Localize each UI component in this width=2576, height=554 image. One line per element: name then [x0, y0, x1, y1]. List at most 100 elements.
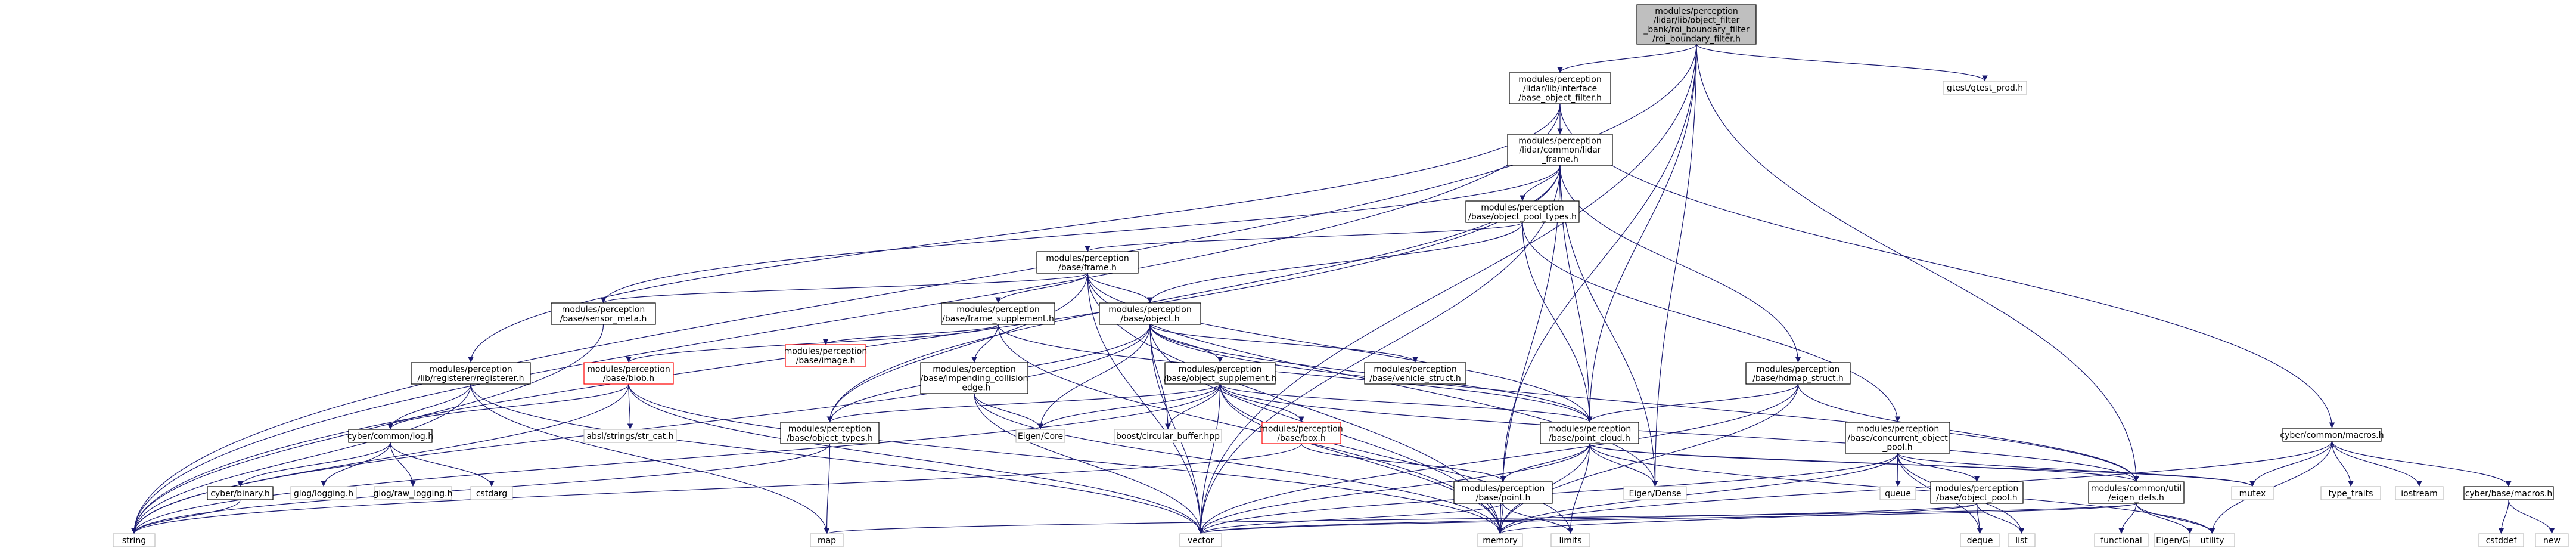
node-box [348, 429, 433, 443]
edge-concurrent_object_pool-to-mutex [1897, 453, 2255, 487]
node-frame-supplement[interactable]: modules/perception/base/frame_supplement… [941, 302, 1055, 325]
edge-hdmap_struct-to-vector [1198, 383, 1799, 534]
node-label-line: /base/concurrent_object [1847, 434, 1948, 443]
node-box [1943, 81, 2027, 95]
node-gtest-prod[interactable]: gtest/gtest_prod.h [1943, 81, 2027, 95]
edge-object_pool_types-to-frame [1085, 222, 1523, 252]
edge-object_supplement-to-point_cloud [1219, 383, 1593, 423]
node-root[interactable]: modules/perception/lidar/lib/object_filt… [1636, 4, 1757, 45]
edge-registerer-to-map [470, 383, 830, 534]
node-box [1465, 200, 1580, 223]
edges [131, 44, 2555, 534]
edge-impending_collision-to-eigen_core [974, 393, 1043, 430]
node-mutex[interactable]: mutex [2231, 486, 2274, 500]
edge-eigen_defs-to-utility [2136, 503, 2215, 534]
node-label-line: Eigen/Dense [1629, 489, 1682, 499]
node-vector[interactable]: vector [1179, 533, 1222, 547]
node-label-line: /lib/registerer/registerer.h [418, 374, 524, 383]
node-label-line: modules/perception [1046, 253, 1129, 263]
node-base-object-filter[interactable]: modules/perception/lidar/lib/interface/b… [1509, 72, 1611, 104]
node-utility[interactable]: utility [2189, 533, 2235, 547]
node-cyber-macros[interactable]: cyber/common/macros.h [2280, 428, 2384, 442]
edge-eigen_defs-to-map [824, 503, 2137, 534]
node-object[interactable]: modules/perception/base/object.h [1099, 302, 1201, 325]
node-label-line: /lidar/lib/interface [1523, 84, 1597, 94]
node-hdmap-struct[interactable]: modules/perception/base/hdmap_struct.h [1745, 362, 1851, 385]
node-eigen-defs[interactable]: modules/common/util/eigen_defs.h [2088, 481, 2185, 504]
node-label-line: mutex [2239, 489, 2266, 499]
edge-object-to-eigen_defs [1149, 324, 2139, 482]
node-label-line: /base/image.h [796, 356, 856, 366]
node-label-line: /base/object.h [1120, 314, 1179, 324]
node-label-line: modules/perception [1655, 7, 1738, 16]
node-label-line: /eigen_defs.h [2108, 493, 2164, 503]
edge-hdmap_struct-to-eigen_defs [1797, 383, 2139, 482]
node-object-pool-types[interactable]: modules/perception/base/object_pool_type… [1465, 200, 1580, 223]
node-type-traits[interactable]: type_traits [2320, 486, 2381, 500]
node-label-line: utility [2201, 536, 2224, 546]
node-box[interactable]: modules/perception/base/box.h [1260, 422, 1343, 444]
node-list[interactable]: list [2008, 533, 2036, 547]
node-sensor-meta[interactable]: modules/perception/base/sensor_meta.h [551, 302, 656, 325]
node-glog-logging[interactable]: glog/logging.h [290, 486, 357, 500]
node-object-types[interactable]: modules/perception/base/object_types.h [780, 422, 880, 444]
edge-lidar_frame-to-sensor_meta [600, 165, 1561, 304]
node-vehicle-struct[interactable]: modules/perception/base/vehicle_struct.h [1364, 362, 1466, 385]
node-eigen-dense[interactable]: Eigen/Dense [1623, 486, 1687, 500]
node-new[interactable]: new [2535, 533, 2569, 547]
node-impending-collision[interactable]: modules/perception/base/impending_collis… [920, 362, 1028, 394]
node-cyber-binary[interactable]: cyber/binary.h [207, 486, 274, 500]
edge-object_types-to-map [824, 443, 831, 534]
node-string[interactable]: string [113, 533, 156, 547]
node-glog-raw-logging[interactable]: glog/raw_logging.h [374, 486, 453, 500]
node-queue[interactable]: queue [1879, 486, 1916, 500]
node-eigen-core[interactable]: Eigen/Core [1015, 429, 1065, 443]
node-box [1164, 362, 1276, 385]
node-iostream[interactable]: iostream [2395, 486, 2444, 500]
edge-base_object_filter-to-registerer [468, 103, 1561, 363]
node-circular-buffer[interactable]: boost/circular_buffer.hpp [1114, 429, 1222, 443]
node-object-pool[interactable]: modules/perception/base/object_pool.h [1930, 481, 2024, 504]
edge-eigen_defs-to-vector [1198, 503, 2137, 534]
node-cstdarg[interactable]: cstdarg [470, 486, 513, 500]
node-functional[interactable]: functional [2094, 533, 2149, 547]
node-label-line: memory [1483, 536, 1518, 546]
node-box [810, 533, 844, 547]
node-box [1960, 533, 2000, 547]
node-deque[interactable]: deque [1960, 533, 2000, 547]
node-cyber-log[interactable]: cyber/common/log.h [347, 429, 433, 443]
node-label-line: string [122, 536, 146, 546]
node-label-line: modules/perception [1462, 484, 1545, 493]
node-blob[interactable]: modules/perception/base/blob.h [583, 362, 674, 385]
edge-blob-to-vector [628, 383, 1204, 534]
node-registerer[interactable]: modules/perception/lib/registerer/regist… [411, 362, 531, 385]
node-box [411, 362, 531, 385]
edge-root-to-point_cloud [1586, 44, 1697, 423]
node-point-cloud[interactable]: modules/perception/base/point_cloud.h [1540, 422, 1639, 444]
node-label-line: /base/impending_collision [921, 374, 1028, 383]
node-label-line: modules/perception [587, 364, 670, 374]
node-memory[interactable]: memory [1477, 533, 1523, 547]
node-image[interactable]: modules/perception/base/image.h [784, 344, 867, 367]
node-cstddef[interactable]: cstddef [2478, 533, 2524, 547]
node-box [780, 422, 880, 444]
node-limits[interactable]: limits [1550, 533, 1590, 547]
node-str-cat[interactable]: absl/strings/str_cat.h [583, 429, 677, 443]
edge-registerer-to-vector [470, 383, 1204, 534]
node-label-line: cyber/common/macros.h [2280, 431, 2384, 440]
edge-root-to-gtest_prod [1696, 44, 1988, 82]
node-label-line: modules/perception [1481, 203, 1564, 212]
node-label-line: /base/point.h [1476, 493, 1531, 503]
edge-point_cloud-to-vector [1198, 443, 1590, 534]
node-cyber-base-macros[interactable]: cyber/base/macros.h [2463, 486, 2554, 500]
node-box [785, 344, 866, 367]
node-point[interactable]: modules/perception/base/point.h [1453, 481, 1553, 504]
node-label-line: cyber/base/macros.h [2465, 489, 2553, 499]
node-label-line: list [2015, 536, 2028, 546]
node-lidar-frame[interactable]: modules/perception/lidar/common/lidar_fr… [1507, 134, 1613, 166]
node-object-supplement[interactable]: modules/perception/base/object_supplemen… [1164, 362, 1276, 385]
node-label-line: /base_object_filter.h [1518, 94, 1602, 103]
node-map[interactable]: map [810, 533, 844, 547]
node-frame[interactable]: modules/perception/base/frame.h [1036, 251, 1139, 274]
node-concurrent-object-pool[interactable]: modules/perception/base/concurrent_objec… [1845, 422, 1950, 454]
